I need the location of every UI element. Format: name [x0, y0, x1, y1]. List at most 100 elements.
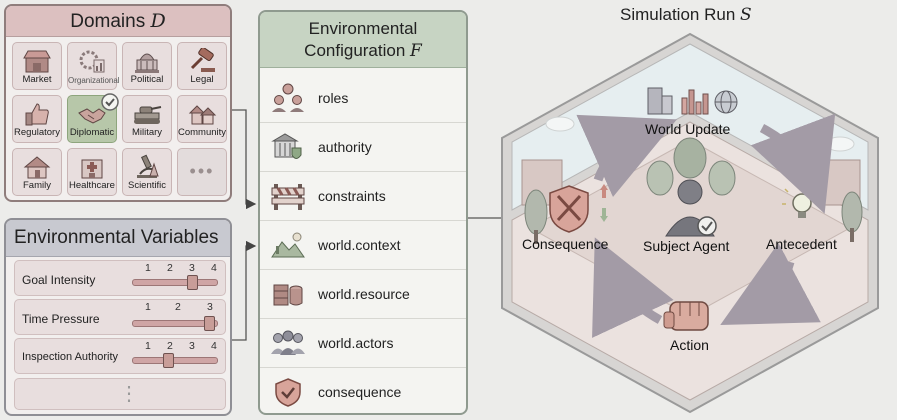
more-icon: •••: [189, 161, 215, 181]
config-item-consequence[interactable]: consequence: [260, 368, 466, 413]
domains-header: Domains D: [6, 6, 230, 37]
configuration-title-line2: Configuration: [304, 41, 406, 60]
domain-label-scientific: Scientific: [127, 180, 166, 191]
landscape-icon: [271, 232, 305, 258]
node-consequence: Consequence: [522, 236, 609, 252]
cycle-arrow-action-to-consequence: [592, 237, 674, 338]
tick-label: 2: [167, 262, 173, 274]
cloud-icon: [545, 116, 575, 132]
config-item-label: world.actors: [318, 335, 394, 351]
cycle-arrow-update-to-antecedent: [750, 113, 836, 214]
domain-tile-diplomatic[interactable]: Diplomatic: [67, 93, 119, 143]
shield-check-icon: [275, 378, 301, 407]
node-antecedent: Antecedent: [766, 236, 837, 252]
domain-tile-legal[interactable]: Legal: [177, 42, 227, 90]
domain-label-diplomatic: Diplomatic: [69, 127, 115, 138]
slider-track[interactable]: [132, 320, 218, 327]
simulation-title: Simulation Run S: [620, 5, 752, 25]
domain-tile-scientific[interactable]: Scientific: [122, 148, 172, 196]
config-item-world-context[interactable]: world.context: [260, 221, 466, 270]
configuration-header: Environmental Configuration F: [260, 12, 466, 68]
variable-row-goal-intensity: Goal Intensity 1 2 3 4: [14, 260, 226, 296]
cycle-arrow-antecedent-to-action: [720, 242, 821, 325]
domain-tile-family[interactable]: Family: [12, 148, 62, 196]
config-item-label: authority: [318, 139, 372, 155]
fist-icon: [663, 301, 709, 331]
tree-icon: [708, 160, 736, 196]
domain-label-family: Family: [23, 180, 51, 191]
domain-grid: Market Organizational Political: [12, 42, 227, 196]
resource-boxes-icon: [273, 284, 303, 306]
config-item-constraints[interactable]: constraints: [260, 172, 466, 221]
simulation-room: [501, 32, 879, 414]
config-item-world-actors[interactable]: world.actors: [260, 319, 466, 368]
config-item-world-resource[interactable]: world.resource: [260, 270, 466, 319]
slider-knob[interactable]: [187, 275, 198, 290]
actors-group-icon: [271, 330, 305, 355]
microscope-icon: [137, 154, 159, 178]
house-icon: [23, 156, 51, 179]
config-item-authority[interactable]: authority: [260, 123, 466, 172]
capitol-building-icon: [135, 53, 159, 73]
domain-tile-community[interactable]: Community: [177, 95, 227, 143]
domain-label-community: Community: [178, 127, 227, 138]
domain-label-military: Military: [131, 127, 163, 138]
domain-label-market: Market: [22, 74, 52, 85]
community-houses-icon: [188, 105, 217, 125]
thumbs-up-icon: [25, 103, 49, 126]
tank-icon: [134, 106, 162, 124]
configuration-panel: Environmental Configuration F roles auth…: [258, 10, 468, 415]
tick-label: 3: [207, 301, 213, 313]
tick-label: 1: [145, 340, 151, 352]
tick-label: 1: [145, 262, 151, 274]
slider-knob[interactable]: [163, 353, 174, 368]
tick-label: 2: [167, 340, 173, 352]
node-subject-agent: Subject Agent: [643, 238, 730, 254]
variable-label: Goal Intensity: [22, 273, 96, 287]
people-group-icon: [272, 83, 304, 112]
tick-label: 4: [211, 262, 217, 274]
config-item-roles[interactable]: roles: [260, 74, 466, 123]
variable-label: Inspection Authority: [22, 351, 119, 363]
slider-track[interactable]: [132, 279, 218, 286]
config-item-label: world.resource: [318, 286, 410, 302]
domain-label-political: Political: [130, 74, 164, 85]
variable-row-more[interactable]: ⋮: [14, 378, 226, 410]
hospital-icon: [81, 159, 103, 179]
courthouse-shield-icon: [271, 133, 302, 159]
configuration-title-line1: Environmental: [308, 19, 418, 38]
config-item-label: world.context: [318, 237, 401, 253]
variables-panel: Environmental Variables V Goal Intensity…: [4, 218, 232, 416]
domain-tile-market[interactable]: Market: [12, 42, 62, 90]
barrier-icon: [271, 184, 305, 210]
market-stall-icon: [23, 50, 51, 73]
tick-label: 4: [211, 340, 217, 352]
subject-agent-icon: [665, 179, 717, 237]
domain-tile-healthcare[interactable]: Healthcare: [67, 148, 117, 196]
variable-label: Time Pressure: [22, 312, 100, 326]
world-update-icon: [647, 87, 738, 115]
domains-symbol: D: [150, 10, 166, 32]
simulation-symbol: S: [740, 5, 752, 25]
slider-knob[interactable]: [204, 316, 215, 331]
domain-tile-military[interactable]: Military: [122, 95, 172, 143]
tree-icon: [841, 191, 863, 233]
domain-tile-more[interactable]: •••: [177, 148, 227, 196]
node-action: Action: [670, 337, 709, 353]
variable-row-time-pressure: Time Pressure 1 2 3: [14, 299, 226, 335]
organization-gears-icon: [79, 50, 105, 73]
configuration-symbol: F: [410, 41, 422, 61]
domain-label-organizational: Organizational: [68, 76, 120, 85]
domain-tile-political[interactable]: Political: [122, 42, 172, 90]
domains-to-config-arrow: [232, 109, 257, 210]
domain-label-legal: Legal: [190, 74, 214, 85]
tree-icon: [524, 189, 548, 235]
config-item-label: constraints: [318, 188, 386, 204]
simulation-title-text: Simulation Run: [620, 5, 736, 24]
handshake-icon: [78, 108, 106, 124]
tree-icon: [646, 160, 674, 196]
variables-title: Environmental Variables: [14, 227, 219, 248]
slider-track[interactable]: [132, 357, 218, 364]
domain-tile-organizational[interactable]: Organizational: [67, 42, 120, 90]
domain-tile-regulatory[interactable]: Regulatory: [12, 95, 62, 143]
